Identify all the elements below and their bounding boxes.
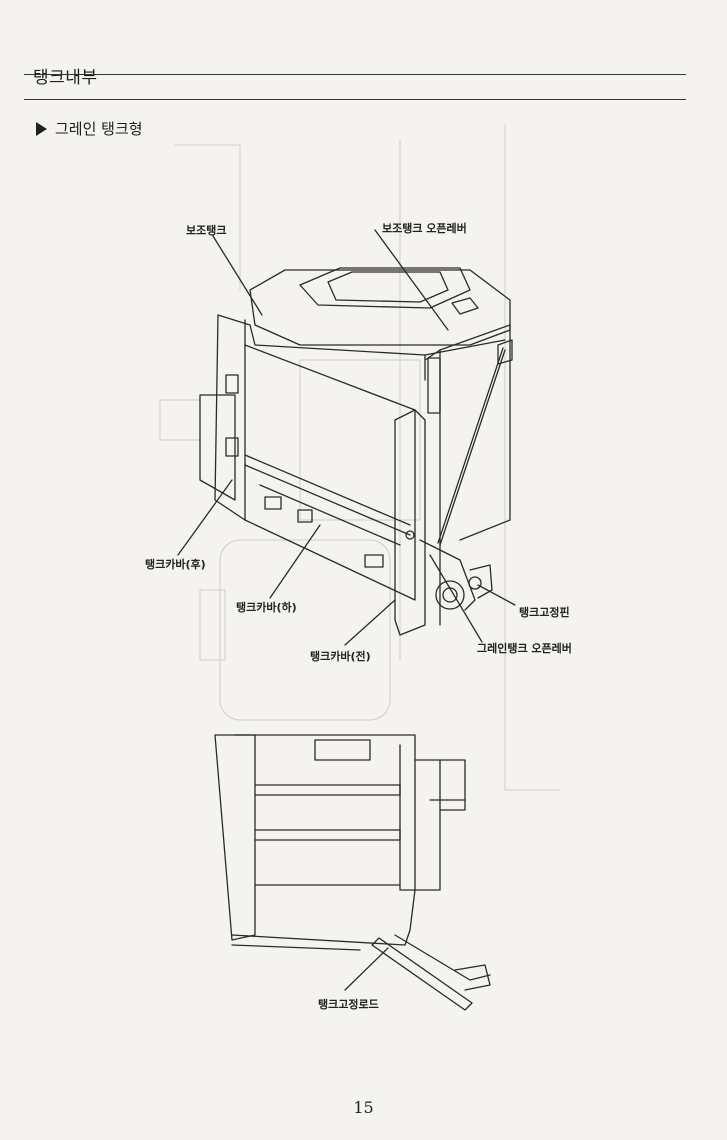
open-lever-rod <box>437 347 504 544</box>
side-bracket <box>427 357 441 414</box>
tank-frame-right <box>414 759 441 891</box>
label-grain-tank-open-lever: 그레인탱크 오픈레버 <box>477 642 572 655</box>
side-bracket <box>497 339 513 365</box>
subsection-heading: 그레인 탱크형 <box>36 118 143 139</box>
leader-tank-cover-lower <box>269 524 321 599</box>
subsection-title: 그레인 탱크형 <box>55 120 143 138</box>
aux-tank-hatch <box>299 267 471 309</box>
leader-tank-fixing-rod <box>344 947 389 991</box>
faint-shape <box>199 589 226 661</box>
tank-panel-seam <box>244 454 411 526</box>
faint-shape <box>504 124 561 791</box>
label-aux-tank-open-lever: 보조탱크 오픈레버 <box>382 222 467 235</box>
front-latch <box>364 554 384 568</box>
header-rule-top <box>24 74 686 75</box>
section-header: 탱크내부 <box>33 68 98 88</box>
tank-panel-seam <box>259 484 401 546</box>
label-tank-fixing-rod: 탱크고정로드 <box>318 998 379 1011</box>
tank-base-edge <box>231 944 361 951</box>
lever-pivot <box>405 530 415 540</box>
label-tank-fixing-pin: 탱크고정핀 <box>519 606 570 619</box>
tank-fixing-rod-lever <box>394 934 491 981</box>
leader-aux-tank-open-lever <box>374 229 449 331</box>
tank-left-edge <box>214 314 246 521</box>
grain-tank-open-lever <box>419 539 476 611</box>
tank-frame-left <box>214 734 256 941</box>
aux-tank-latch <box>451 297 479 315</box>
leader-grain-tank-open-lever <box>429 554 483 643</box>
tank-cover-front-frame <box>394 409 426 636</box>
grain-tank-open-lever-hub <box>435 580 465 610</box>
rear-latch <box>225 374 239 394</box>
triangle-right-icon <box>36 121 47 136</box>
faint-shape <box>159 399 201 441</box>
tank-cover-rear-panel <box>199 394 236 501</box>
tank-base <box>231 889 416 946</box>
tank-fixing-rod-end <box>454 964 491 991</box>
label-tank-cover-lower: 탱크카바(하) <box>236 601 297 614</box>
tank-frame-rail <box>254 784 401 796</box>
leader-aux-tank <box>212 235 263 316</box>
aux-tank-top <box>249 269 511 346</box>
tank-fixing-rod-shape <box>371 937 473 1011</box>
header-rule-bottom <box>24 99 686 100</box>
tank-front-face <box>244 344 416 601</box>
page-number: 15 <box>353 1098 374 1117</box>
tank-fixing-pin-bracket <box>469 564 493 599</box>
faint-shape <box>174 144 241 291</box>
grain-tank-open-lever-hub-inner <box>442 587 458 603</box>
tank-frame-rail <box>254 829 401 841</box>
tank-top-edge <box>217 314 426 381</box>
label-aux-tank: 보조탱크 <box>186 224 227 237</box>
leader-tank-cover-rear <box>177 479 233 556</box>
tank-right-frame <box>424 349 441 626</box>
leader-tank-cover-front <box>344 599 396 646</box>
aux-tank-hatch-inner <box>327 271 449 303</box>
frame-plate <box>314 739 371 761</box>
label-tank-cover-rear: 탱크카바(후) <box>145 558 206 571</box>
tank-right-side <box>439 324 511 541</box>
tank-frame-top <box>234 734 416 891</box>
tank-fixing-pin-shape <box>468 576 482 590</box>
rear-latch <box>225 437 239 457</box>
leader-tank-fixing-pin <box>477 584 516 606</box>
open-lever-rod <box>439 349 506 546</box>
lower-latch <box>264 496 282 510</box>
label-tank-cover-front: 탱크카바(전) <box>310 650 371 663</box>
faint-shape <box>299 359 421 521</box>
lower-latch <box>297 509 313 523</box>
tank-frame-ext <box>439 759 466 811</box>
tank-right-top <box>424 339 506 356</box>
tank-panel-seam <box>244 464 411 536</box>
faint-shape <box>219 539 391 721</box>
